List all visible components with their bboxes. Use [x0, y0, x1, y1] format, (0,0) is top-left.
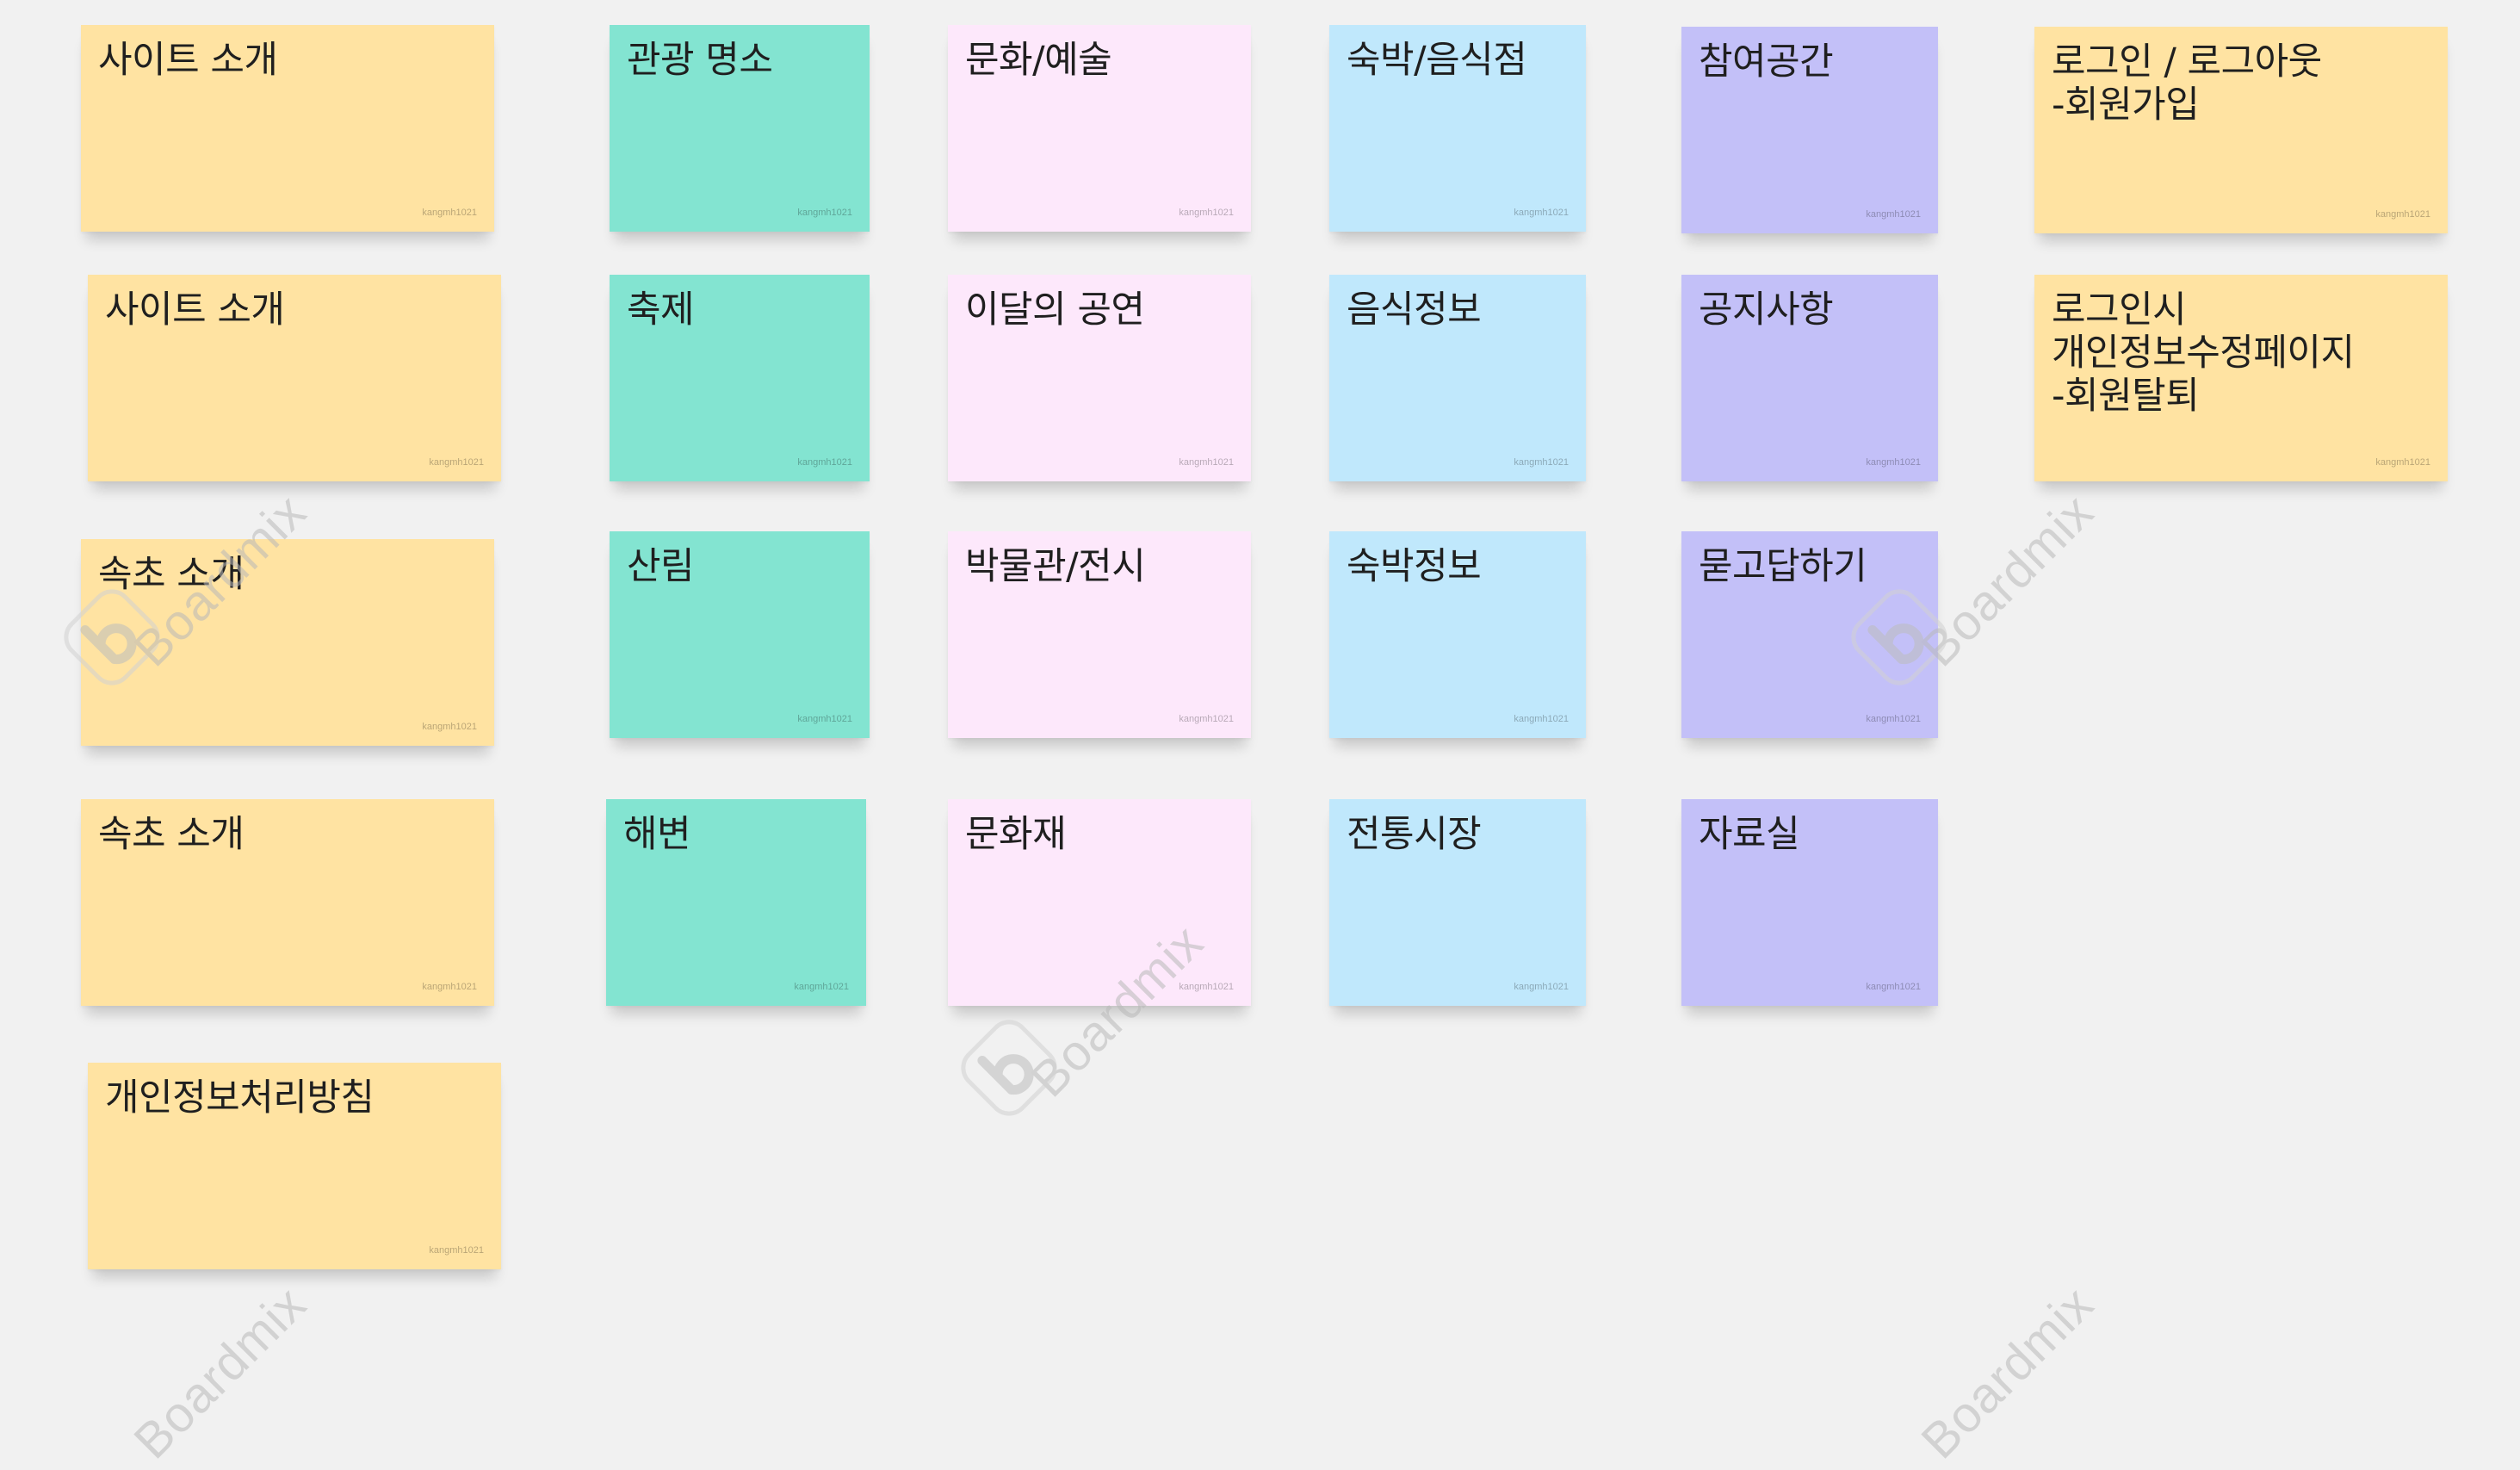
sticky-note-author: kangmh1021 [797, 208, 852, 218]
sticky-note-author: kangmh1021 [1179, 457, 1234, 468]
sticky-note[interactable]: 문화재 kangmh1021 [948, 799, 1251, 1006]
sticky-note-text: 자료실 [1699, 813, 1800, 856]
sticky-note[interactable]: 사이트 소개 kangmh1021 [81, 25, 494, 232]
sticky-note-author: kangmh1021 [422, 982, 477, 992]
sticky-note-text: 산림 [627, 545, 695, 588]
sticky-note-text: 이달의 공연 [965, 288, 1145, 332]
sticky-note-text: 사이트 소개 [98, 39, 278, 82]
sticky-note-author: kangmh1021 [1514, 457, 1569, 468]
sticky-note-author: kangmh1021 [429, 457, 484, 468]
sticky-note[interactable]: 로그인 / 로그아웃 -회원가입 kangmh1021 [2034, 27, 2448, 233]
boardmix-logo-icon [961, 1020, 1057, 1116]
sticky-note-text: 사이트 소개 [105, 288, 285, 332]
sticky-note-text: 문화/예술 [965, 39, 1112, 82]
sticky-note-text: 전통시장 [1347, 813, 1482, 856]
sticky-note-author: kangmh1021 [1179, 982, 1234, 992]
sticky-note[interactable]: 공지사항 kangmh1021 [1681, 275, 1938, 481]
sticky-note-author: kangmh1021 [422, 208, 477, 218]
sticky-note-text: 음식정보 [1347, 288, 1482, 332]
sticky-note[interactable]: 묻고답하기 kangmh1021 [1681, 531, 1938, 738]
sticky-note[interactable]: 이달의 공연 kangmh1021 [948, 275, 1251, 481]
sticky-note-author: kangmh1021 [1514, 208, 1569, 218]
sticky-note-author: kangmh1021 [2375, 457, 2430, 468]
sticky-note-author: kangmh1021 [1866, 714, 1921, 724]
sticky-note-text: 축제 [627, 288, 695, 332]
sticky-note[interactable]: 해변 kangmh1021 [606, 799, 866, 1006]
sticky-note-author: kangmh1021 [422, 722, 477, 732]
sticky-note[interactable]: 로그인시 개인정보수정페이지 -회원탈퇴 kangmh1021 [2034, 275, 2448, 481]
sticky-note[interactable]: 참여공간 kangmh1021 [1681, 27, 1938, 233]
sticky-note-text: 관광 명소 [627, 39, 773, 82]
sticky-note-text: 해변 [623, 813, 691, 856]
watermark-text: Boardmix [1910, 1275, 2105, 1470]
sticky-note-text: 로그인시 개인정보수정페이지 -회원탈퇴 [2052, 288, 2355, 418]
sticky-note[interactable]: 박물관/전시 kangmh1021 [948, 531, 1251, 738]
sticky-note[interactable]: 사이트 소개 kangmh1021 [88, 275, 501, 481]
sticky-note-author: kangmh1021 [797, 457, 852, 468]
sticky-note-author: kangmh1021 [1866, 982, 1921, 992]
sticky-note-text: 묻고답하기 [1699, 545, 1867, 588]
sticky-note-author: kangmh1021 [794, 982, 849, 992]
sticky-note[interactable]: 문화/예술 kangmh1021 [948, 25, 1251, 232]
sticky-note-author: kangmh1021 [429, 1245, 484, 1256]
sticky-note[interactable]: 관광 명소 kangmh1021 [610, 25, 870, 232]
sticky-note-text: 속초 소개 [98, 553, 245, 596]
sticky-note-text: 숙박정보 [1347, 545, 1482, 588]
sticky-note-text: 박물관/전시 [965, 545, 1146, 588]
sticky-note-text: 문화재 [965, 813, 1067, 856]
sticky-note[interactable]: 속초 소개 kangmh1021 [81, 799, 494, 1006]
sticky-note-text: 로그인 / 로그아웃 -회원가입 [2052, 40, 2322, 127]
sticky-note-author: kangmh1021 [797, 714, 852, 724]
sticky-note[interactable]: 전통시장 kangmh1021 [1329, 799, 1586, 1006]
sticky-note-author: kangmh1021 [2375, 209, 2430, 220]
sticky-note-text: 속초 소개 [98, 813, 245, 856]
watermark-text: Boardmix [123, 1275, 318, 1470]
sticky-note[interactable]: 개인정보처리방침 kangmh1021 [88, 1063, 501, 1269]
sticky-note[interactable]: 축제 kangmh1021 [610, 275, 870, 481]
sticky-note[interactable]: 숙박/음식점 kangmh1021 [1329, 25, 1586, 232]
sticky-note-author: kangmh1021 [1179, 208, 1234, 218]
sticky-note[interactable]: 숙박정보 kangmh1021 [1329, 531, 1586, 738]
sticky-note-text: 개인정보처리방침 [105, 1076, 375, 1120]
sticky-note-author: kangmh1021 [1866, 209, 1921, 220]
sticky-note-author: kangmh1021 [1866, 457, 1921, 468]
sticky-note[interactable]: 속초 소개 kangmh1021 [81, 539, 494, 746]
sticky-note-text: 숙박/음식점 [1347, 39, 1527, 82]
sticky-note-author: kangmh1021 [1514, 714, 1569, 724]
sticky-note-text: 참여공간 [1699, 40, 1834, 84]
sticky-note-text: 공지사항 [1699, 288, 1834, 332]
watermark-text: Boardmix [1910, 483, 2105, 678]
sticky-note-author: kangmh1021 [1514, 982, 1569, 992]
sticky-note[interactable]: 자료실 kangmh1021 [1681, 799, 1938, 1006]
sticky-note-author: kangmh1021 [1179, 714, 1234, 724]
sticky-note[interactable]: 산림 kangmh1021 [610, 531, 870, 738]
sticky-note[interactable]: 음식정보 kangmh1021 [1329, 275, 1586, 481]
